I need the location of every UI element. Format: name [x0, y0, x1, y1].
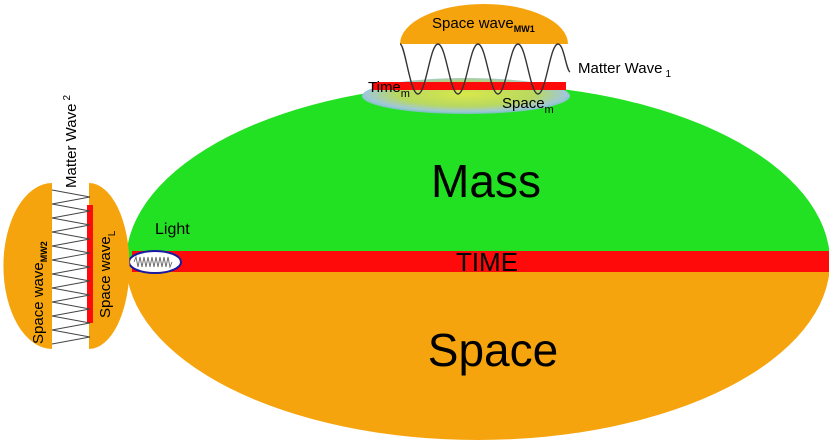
- matter-wave-2-label: Matter Wave2: [62, 95, 80, 188]
- space-wave-mw2-label: Space waveMW2: [30, 241, 49, 344]
- space-wave-l-right-half: [89, 183, 130, 349]
- space-wave-mw1-cap: [400, 4, 568, 44]
- time-m-label: Timem: [368, 79, 410, 100]
- space-region: [126, 262, 829, 440]
- space-label: Space: [428, 324, 558, 376]
- mass-region: [126, 84, 829, 262]
- time-m-bar: [373, 82, 566, 90]
- space-m-label: Spacem: [502, 95, 554, 116]
- space-wave-l-label: Space waveL: [97, 230, 118, 318]
- light-label: Light: [155, 221, 190, 238]
- matter-wave-2-zigzag: [51, 189, 91, 345]
- space-wave-mw1-label: Space waveMW1: [432, 15, 535, 34]
- time-bar: [132, 251, 829, 272]
- light-oval-icon: [128, 250, 182, 274]
- time-label: TIME: [456, 247, 518, 277]
- space-wave-mw2-left-half: [3, 183, 53, 349]
- matter-wave-1-wave: [399, 43, 571, 95]
- mass-label: Mass: [431, 155, 541, 207]
- space-wave-l-red-bar: [87, 205, 93, 323]
